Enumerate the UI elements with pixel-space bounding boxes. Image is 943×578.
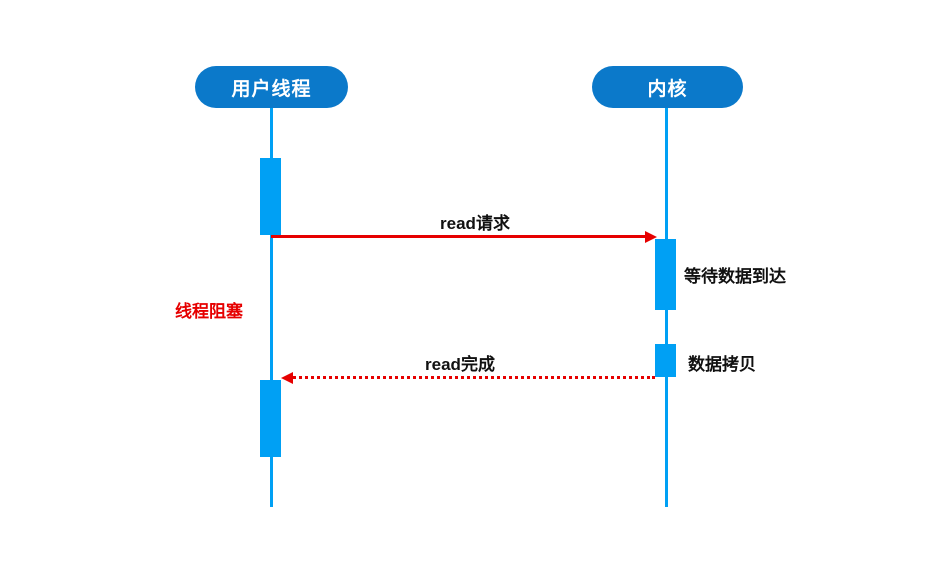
- activation-user-thread-2: [260, 380, 281, 457]
- annotation-thread-blocked: 线程阻塞: [175, 302, 243, 321]
- arrowhead-right-icon: [645, 230, 657, 243]
- actor-header-user-thread: 用户线程: [195, 66, 348, 108]
- activation-user-thread-1: [260, 158, 281, 235]
- actor-kernel-label: 内核: [647, 78, 688, 100]
- lifeline-user-thread: [270, 108, 273, 507]
- message-read-complete-label: read完成: [425, 355, 495, 374]
- message-read-request-line: [271, 235, 647, 238]
- annotation-data-copy: 数据拷贝: [688, 355, 756, 374]
- message-read-complete-line: [288, 376, 655, 379]
- actor-user-thread-label: 用户线程: [231, 78, 312, 100]
- arrowhead-left-icon: [281, 371, 293, 384]
- message-read-request-label: read请求: [440, 214, 510, 233]
- activation-kernel-copy: [655, 344, 676, 377]
- annotation-wait-for-data: 等待数据到达: [684, 267, 786, 286]
- actor-header-kernel: 内核: [592, 66, 743, 108]
- activation-kernel-wait: [655, 239, 676, 310]
